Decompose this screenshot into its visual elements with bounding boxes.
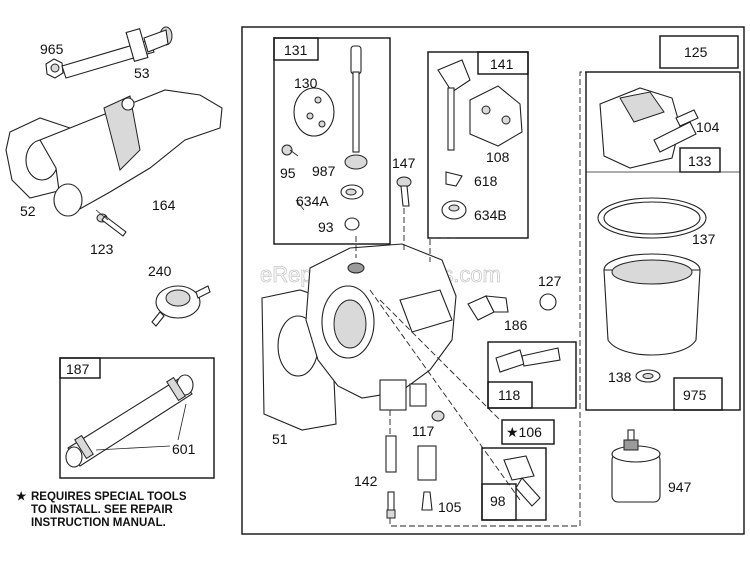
- box-125-tag: [659, 35, 739, 69]
- box-187-label: 187: [66, 361, 90, 377]
- part-164-manifold-drawing: [5, 89, 223, 217]
- part-164-label: 164: [152, 197, 176, 213]
- part-104-label: 104: [696, 119, 720, 135]
- box-975-tag: [673, 377, 723, 411]
- part-137-label: 137: [692, 231, 716, 247]
- part-53-fitting-drawing: [61, 26, 173, 79]
- part-147-label: 147: [392, 155, 416, 171]
- note-star: ★: [16, 490, 27, 503]
- part-186-elbow-drawing: [467, 295, 509, 321]
- note-line-3: INSTRUCTION MANUAL.: [31, 517, 166, 529]
- box-975-label: 975: [683, 387, 707, 403]
- box-187-tag: [59, 357, 101, 379]
- part-137-bowl-drawing: [603, 253, 701, 356]
- note-line-2: TO INSTALL. SEE REPAIR: [31, 504, 174, 516]
- part-187-pipe-drawing: [65, 374, 194, 468]
- part-634A-label: 634A: [296, 193, 329, 209]
- part-240-filter-drawing: [151, 285, 211, 327]
- part-618-label: 618: [474, 173, 498, 189]
- part-130-label: 130: [294, 75, 318, 91]
- part-117-label: 117: [412, 423, 435, 439]
- part-142-label: 142: [354, 473, 378, 489]
- box-106-label: ★106: [506, 424, 542, 440]
- box-141-tag: [477, 51, 529, 75]
- part-95-label: 95: [280, 165, 296, 181]
- part-141-choke-drawing: [437, 59, 523, 220]
- part-947-solenoid-drawing: [611, 429, 661, 503]
- part-987-label: 987: [312, 163, 336, 179]
- box-98-label: 98: [490, 493, 506, 509]
- box-98-tag: [481, 483, 517, 521]
- box-118-tag: [487, 381, 533, 409]
- note-line-1: REQUIRES SPECIAL TOOLS: [31, 491, 187, 503]
- part-965-label: 965: [40, 41, 64, 57]
- part-947-label: 947: [668, 479, 692, 495]
- part-105-pin-drawing: [421, 491, 433, 511]
- part-601-label: 601: [172, 441, 196, 457]
- part-106-spring-drawing: [417, 445, 437, 481]
- part-142-needle-drawing: [385, 435, 397, 519]
- part-127-label: 127: [538, 273, 562, 289]
- part-634B-label: 634B: [474, 207, 507, 223]
- part-51-label: 51: [272, 431, 288, 447]
- part-138-label: 138: [608, 369, 632, 385]
- part-127-plug-drawing: [539, 293, 557, 311]
- part-117-screw-drawing: [431, 410, 445, 422]
- part-125-float-drawing: [599, 87, 699, 169]
- box-141-label: 141: [490, 56, 514, 72]
- box-133-frame: [585, 71, 741, 411]
- part-138-washer-drawing: [635, 369, 661, 383]
- part-98-main-jet-drawing: [503, 455, 541, 507]
- part-133-gasket-drawing: [597, 197, 707, 239]
- part-105-label: 105: [438, 499, 462, 515]
- part-52-label: 52: [20, 203, 36, 219]
- part-51-carburetor-body-drawing: [261, 243, 457, 431]
- part-118-idle-screw-drawing: [495, 347, 561, 373]
- part-123-label: 123: [90, 241, 114, 257]
- part-108-label: 108: [486, 149, 510, 165]
- box-133-label: 133: [688, 153, 712, 169]
- part-186-label: 186: [504, 317, 528, 333]
- box-131-frame: [273, 37, 391, 245]
- part-53-label: 53: [134, 65, 150, 81]
- box-187-frame: [59, 357, 215, 479]
- part-123-screw-drawing: [96, 213, 127, 237]
- box-125-label: 125: [684, 44, 708, 60]
- carburetor-assembly-frame: [241, 26, 745, 535]
- box-131-tag: [273, 37, 319, 61]
- box-118-label: 118: [498, 387, 521, 403]
- box-131-label: 131: [284, 42, 308, 58]
- part-965-nut-drawing: [45, 58, 64, 79]
- part-93-label: 93: [318, 219, 334, 235]
- part-131-throttle-drawing: [281, 45, 368, 231]
- part-147-screw-drawing: [396, 176, 412, 207]
- box-106-frame: [501, 419, 555, 445]
- part-240-label: 240: [148, 263, 172, 279]
